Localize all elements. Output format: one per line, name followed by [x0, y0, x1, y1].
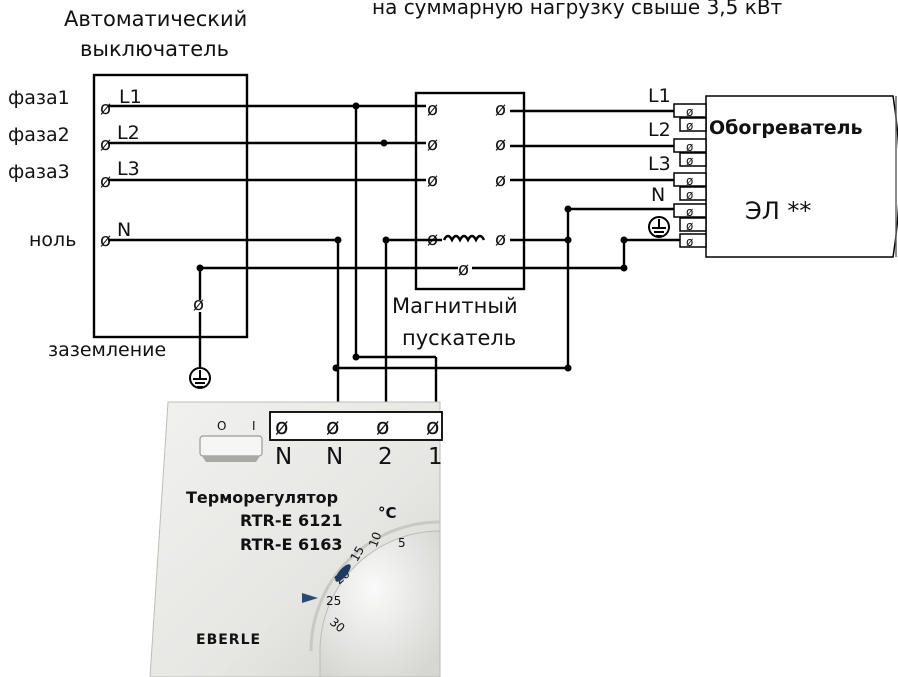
heater-terminal-l3: L3	[648, 153, 671, 175]
starter-terminal-glyph: ø	[427, 99, 438, 120]
breaker-terminal-l3: L3	[117, 158, 140, 180]
switch-mark-on: I	[252, 419, 256, 433]
breaker-terminal-n: N	[117, 219, 131, 241]
thermostat-name: Терморегулятор	[186, 488, 338, 507]
thermostat-terminal-strip	[269, 411, 443, 441]
input-label-neutral: ноль	[29, 229, 76, 251]
thermostat-terminal-2: 2	[378, 444, 393, 470]
starter-box	[414, 91, 526, 291]
breaker-terminal-l2: L2	[117, 122, 140, 144]
input-label-phase3: фаза3	[8, 161, 70, 183]
heater-terminal-glyph: ø	[686, 119, 693, 133]
dial-mark-25: 25	[326, 594, 341, 608]
heater-body	[705, 95, 898, 258]
setpoint-arrow-icon	[302, 593, 318, 603]
heater-terminal-glyph: ø	[686, 105, 693, 119]
switch-mark-off: O	[217, 419, 226, 433]
starter-terminal-glyph: ø	[495, 170, 506, 191]
thermostat-terminal-glyph: ø	[275, 415, 288, 440]
heater-terminal-glyph: ø	[686, 154, 693, 168]
thermostat-terminal-glyph: ø	[326, 415, 339, 440]
thermostat-model-1: RTR-E 6121	[240, 511, 343, 530]
ground-symbol-icon	[189, 312, 211, 389]
breaker-terminal-glyph: ø	[100, 98, 111, 119]
heater-terminal-glyph: ø	[686, 205, 693, 219]
heater-terminal-glyph: ø	[686, 140, 693, 154]
heater-terminal-glyph: ø	[686, 219, 693, 233]
circuit-breaker: Автоматический выключатель фаза1 фаза2 ф…	[8, 7, 249, 361]
thermostat-model-2: RTR-E 6163	[240, 535, 343, 554]
dial-mark-15: 15	[347, 544, 367, 564]
magnetic-starter: ø ø ø ø ø ø ø ø ø Магнитный пускатель	[392, 91, 526, 350]
heater-model: ЭЛ **	[745, 197, 811, 225]
starter-terminal-glyph: ø	[495, 134, 506, 155]
starter-label-line2: пускатель	[402, 326, 516, 350]
heater-title: Обогреватель	[709, 117, 863, 139]
heater-terminal-glyph: ø	[686, 235, 693, 249]
thermostat-terminal-n1: N	[275, 444, 292, 470]
starter-terminal-glyph: ø	[427, 170, 438, 191]
junction-dots	[196, 102, 628, 372]
dial-indicator-icon	[335, 564, 351, 582]
ground-terminal-glyph: ø	[193, 294, 204, 315]
breaker-terminal-glyph: ø	[100, 171, 111, 192]
power-switch[interactable]	[199, 435, 263, 457]
thermostat-terminal-1: 1	[428, 444, 443, 470]
starter-terminal-glyph: ø	[458, 259, 469, 280]
coil-icon	[442, 234, 486, 243]
heater: Обогреватель ЭЛ ** ø ø ø ø ø ø ø ø ø L1 …	[648, 85, 898, 258]
breaker-title-line1: Автоматический	[64, 7, 247, 31]
top-note: на суммарную нагрузку свыше 3,5 кВт	[372, 0, 783, 19]
wires	[108, 104, 680, 420]
heater-terminal-glyph: ø	[686, 174, 693, 188]
breaker-title-line2: выключатель	[80, 37, 229, 61]
ground-label: заземление	[48, 339, 166, 361]
heater-terminal-n: N	[651, 184, 665, 206]
breaker-terminal-glyph: ø	[100, 230, 111, 251]
temperature-unit: °C	[378, 504, 397, 522]
brand-logo: EBERLE	[196, 632, 261, 648]
breaker-terminal-glyph: ø	[100, 134, 111, 155]
heater-terminal-l2: L2	[648, 119, 671, 141]
starter-terminal-glyph: ø	[495, 229, 506, 250]
heater-terminal-l1: L1	[648, 85, 671, 107]
thermostat-terminal-glyph: ø	[376, 415, 389, 440]
dial-mark-5: 5	[398, 536, 406, 550]
dial-mark-10: 10	[366, 530, 384, 549]
starter-label-line1: Магнитный	[392, 294, 518, 318]
thermostat: ø ø ø ø N N 2 1 O I Терморегулятор RTR-E…	[149, 401, 443, 677]
thermostat-terminal-n2: N	[326, 444, 343, 470]
starter-terminal-glyph: ø	[495, 99, 506, 120]
starter-terminal-glyph: ø	[427, 134, 438, 155]
breaker-box	[92, 73, 249, 339]
input-label-phase1: фаза1	[8, 87, 70, 109]
input-label-phase2: фаза2	[8, 124, 70, 146]
temperature-dial[interactable]	[319, 530, 441, 677]
breaker-terminal-l1: L1	[119, 86, 142, 108]
heater-ground-icon	[648, 216, 670, 238]
heater-terminal-glyph: ø	[686, 188, 693, 202]
thermostat-terminal-glyph: ø	[426, 415, 439, 440]
